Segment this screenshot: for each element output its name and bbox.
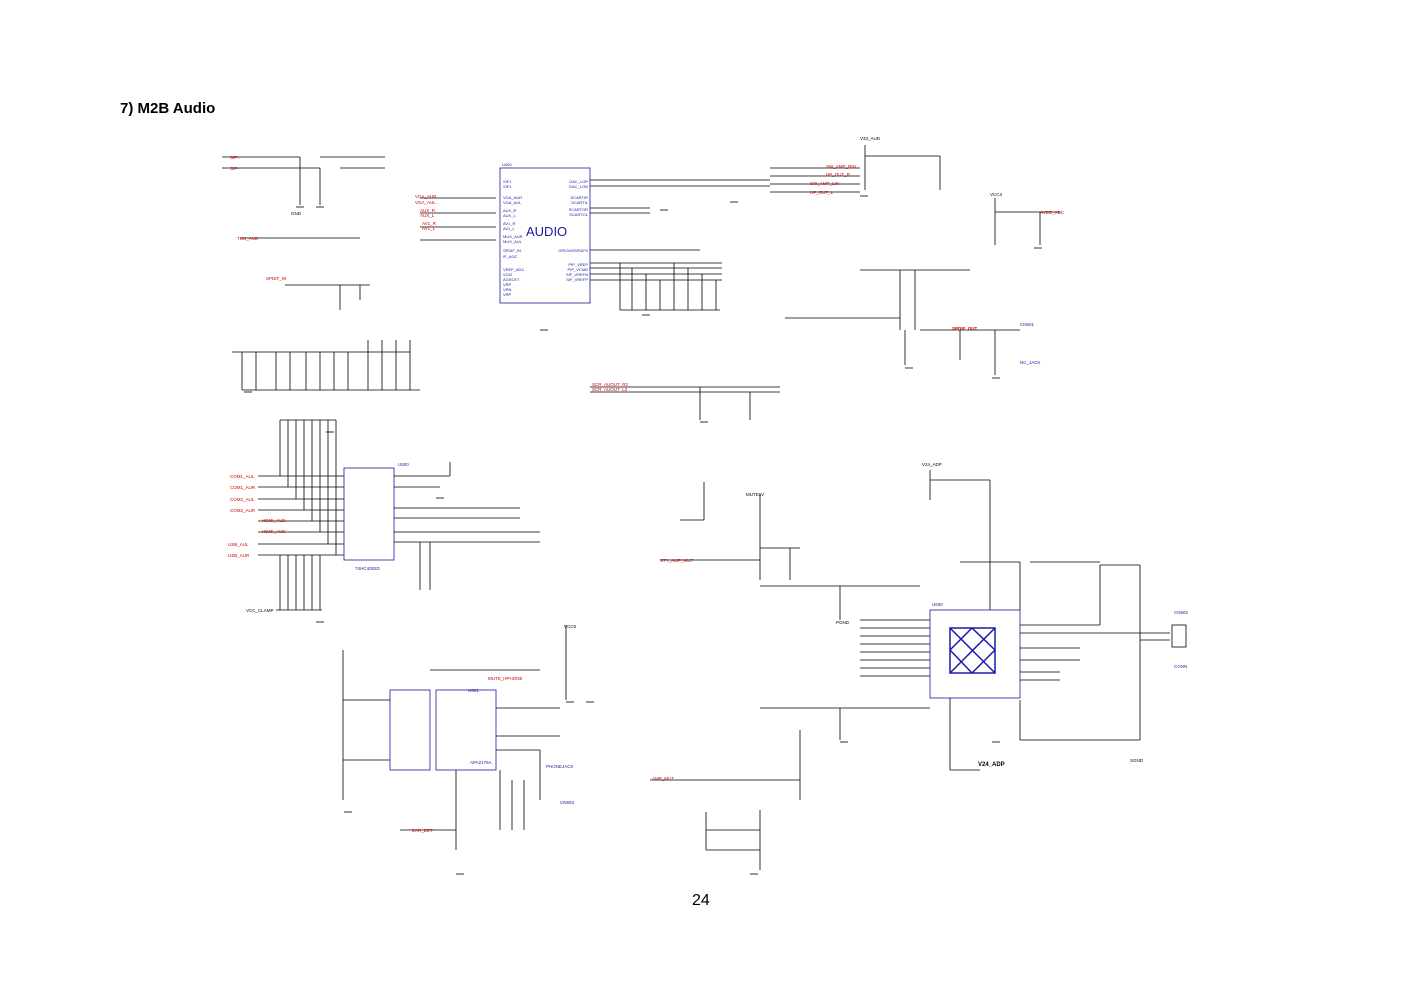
pin-label: SCARTOR [569, 207, 589, 212]
audio-ic-label: AUDIO [526, 224, 567, 239]
pin-label: VCM [503, 272, 512, 277]
pin-label: VRP [503, 282, 512, 287]
pin-label: VRP [503, 292, 512, 297]
pin-label: VREF_ADC [503, 267, 524, 272]
net-label: AV1_R [422, 221, 437, 226]
pin-label: PIP_VREP [568, 262, 588, 267]
pin-label: SIF_VREFP [566, 277, 588, 282]
pin-label: AUX_L [503, 213, 516, 218]
audio-ic-ref: U400 [502, 162, 512, 167]
pin-label: SIF_VREFN [566, 272, 588, 277]
pin-label: SCARTIL [571, 200, 589, 205]
page-number: 24 [692, 892, 710, 909]
audio-ic-left-pins: SIF1 SIF1 VGA_AUR VGA_AUL AUX_R AUX_L AV… [503, 179, 524, 297]
net-label: COM1_AUL [230, 474, 255, 479]
net-label: HDMI_AUD [262, 518, 286, 523]
pin-label: AV1_L [503, 226, 515, 231]
ground-symbols [244, 195, 1042, 875]
net-label: SIF- [230, 166, 239, 171]
net-label: V33_AUD [860, 136, 881, 141]
audio-ic-right-pins: DAC_LOP DAC_LON SCARTIR SCARTIL SCARTOR … [558, 179, 588, 282]
pin-label: AUX_R [503, 208, 516, 213]
net-label: COM1_AUR [230, 485, 256, 490]
net-label: SPDIF_OUT [952, 326, 978, 331]
net-label: GND [291, 211, 302, 216]
hp-amp-part: APA2176A [470, 760, 492, 765]
pin-label: DAC_LOP [569, 179, 588, 184]
net-label: USB_AUR [228, 553, 250, 558]
net-label: VCC_CLAMP [246, 608, 274, 613]
net-label: SPDIF_IN [266, 276, 286, 281]
net-label: AV1_L [422, 226, 436, 231]
net-label: AMP_MUT [652, 776, 674, 781]
net-label: VGA_AUR [415, 194, 437, 199]
mux-ic-ref: U500 [398, 462, 409, 467]
spdif-jack-ref: CN601 [1020, 322, 1035, 327]
net-label: STY_AMP_MUT [660, 558, 694, 563]
net-label: SW_AMP_RIN [826, 164, 856, 169]
pin-label: SIF1 [503, 184, 512, 189]
net-label: PGND [836, 620, 850, 625]
net-label: EAR_DET [412, 828, 433, 833]
net-label: AUX_R [420, 208, 436, 213]
class-d-ref: U600 [932, 602, 943, 607]
mux-ic-part: 74HC4052D [355, 566, 381, 571]
net-label: VCC5 [564, 624, 577, 629]
net-label: TUN_AUD [237, 236, 259, 241]
phonejack-label: PHONEJACK [546, 764, 574, 769]
left-net-labels: SIF+ SIF- VGA_AUR VGA_AUL AUX_R AUX_L AV… [228, 155, 437, 613]
pin-label: SCARTOL [569, 212, 589, 217]
pin-label: VRN [503, 287, 512, 292]
wires [222, 145, 1170, 870]
net-label: HDMI_AUD [262, 529, 286, 534]
phonejack-ref: CN603 [560, 800, 575, 805]
right-net-labels: SW_AMP_RIN HP_OUT_R SW_AMP_LIN HP_OUT_L … [291, 136, 1144, 833]
net-label: MUTE_HPHONE [488, 676, 523, 681]
net-label: COM2_AUR [230, 508, 256, 513]
pin-label: SIF1 [503, 179, 512, 184]
net-label: SGND [1130, 758, 1144, 763]
connector-label: CONN [1174, 664, 1187, 669]
pin-label: VGA_AUR [503, 195, 522, 200]
net-label: HP_OUT_L [810, 190, 834, 195]
pin-label: SCARTIR [571, 195, 589, 200]
net-label: SW_AMP_LIN [810, 181, 839, 186]
pin-label: AGSCKT [503, 277, 520, 282]
pin-label: DAC_LON [569, 184, 588, 189]
pin-label: GPIO40/SPDIF0 [558, 248, 588, 253]
pin-label: IF_AGC [503, 254, 518, 259]
net-label: VCC3 [990, 192, 1003, 197]
net-label: AUX_L [420, 213, 435, 218]
hp-amp-ref: U501 [468, 688, 479, 693]
net-label: AVDD_ADC [1040, 210, 1065, 215]
net-label: HP_OUT_R [826, 172, 851, 177]
net-label: COM2_AUL [230, 497, 255, 502]
net-label: SCR_AUOUT_L2 [592, 387, 628, 392]
pin-label: SPDIF_IN [503, 248, 521, 253]
spdif-jack-label: NC_JACK [1020, 360, 1041, 365]
pin-label: MUX_AUR [503, 234, 523, 239]
pin-label: PIP_VCMD [568, 267, 589, 272]
pin-label: AV1_R [503, 221, 515, 226]
net-label: USB_AUL [228, 542, 249, 547]
page-title: 7) M2B Audio [120, 100, 216, 117]
net-label: SCR_AUOUT_R2 [592, 382, 629, 387]
class-d-die [949, 627, 996, 674]
net-label: SIF+ [230, 155, 240, 160]
pin-label: MUX_AUL [503, 239, 523, 244]
class-d-supply: V24_ADP [978, 762, 1005, 768]
net-label: MUTE5V [746, 492, 764, 497]
pin-label: VGA_AUL [503, 200, 522, 205]
net-label: VGA_AUL [415, 200, 436, 205]
net-label: V24_ADP [922, 462, 942, 467]
connector-ref: CN602 [1174, 610, 1189, 615]
